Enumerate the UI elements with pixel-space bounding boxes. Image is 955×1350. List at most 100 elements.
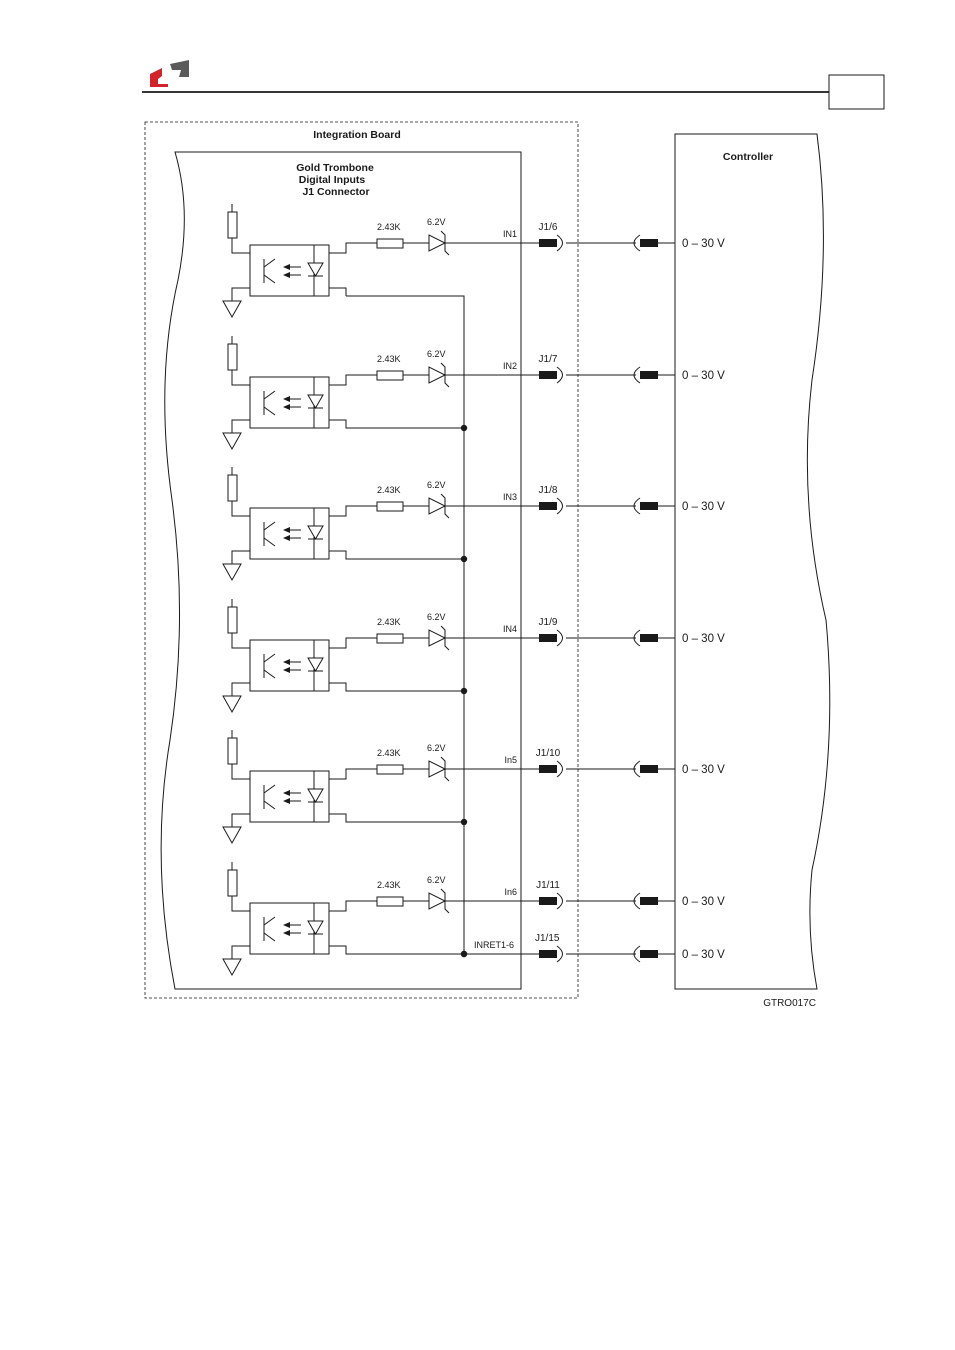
- resistor-icon: [228, 607, 237, 633]
- resistor-icon: [228, 870, 237, 896]
- signal-label: In6: [504, 887, 517, 897]
- signal-label: IN4: [503, 624, 517, 634]
- return-voltage-label: 0 – 30 V: [682, 949, 725, 961]
- zener-label: 6.2V: [427, 612, 446, 622]
- voltage-label: 0 – 30 V: [682, 633, 725, 645]
- input-channel-4: 2.43K 6.2V IN4 J1/9 0 – 30 V: [223, 599, 725, 712]
- pin-label: J1/8: [539, 485, 558, 496]
- resistor-icon: [377, 765, 403, 774]
- ground-icon: [223, 827, 241, 843]
- resistor-label: 2.43K: [377, 485, 401, 495]
- pin-label: J1/6: [539, 222, 558, 233]
- page-number-box: [829, 75, 884, 109]
- resistor-icon: [228, 344, 237, 370]
- connector-icon: [640, 765, 658, 773]
- connector-icon: [557, 761, 563, 777]
- connector-icon: [539, 371, 557, 379]
- controller-block-outline: [675, 134, 830, 989]
- optocoupler-icon: [250, 377, 329, 428]
- connector-icon: [640, 950, 658, 958]
- connector-icon: [640, 634, 658, 642]
- junction-dot: [461, 425, 467, 431]
- junction-dot: [461, 556, 467, 562]
- ground-icon: [223, 696, 241, 712]
- connector-title-line-2: Digital Inputs: [299, 174, 366, 186]
- junction-dot: [461, 951, 467, 957]
- figure-code: GTRO017C: [763, 998, 816, 1009]
- voltage-label: 0 – 30 V: [682, 896, 725, 908]
- ground-icon: [223, 433, 241, 449]
- zener-label: 6.2V: [427, 875, 446, 885]
- pin-label: J1/9: [539, 617, 558, 628]
- connector-icon: [539, 634, 557, 642]
- resistor-icon: [377, 371, 403, 380]
- signal-label: IN1: [503, 229, 517, 239]
- controller-label: Controller: [723, 151, 773, 163]
- connector-icon: [539, 502, 557, 510]
- resistor-icon: [228, 212, 237, 238]
- zener-label: 6.2V: [427, 349, 446, 359]
- pin-label: J1/11: [536, 880, 560, 891]
- zener-label: 6.2V: [427, 743, 446, 753]
- zener-label: 6.2V: [427, 217, 446, 227]
- signal-label: In5: [504, 755, 517, 765]
- resistor-label: 2.43K: [377, 222, 401, 232]
- optocoupler-icon: [250, 640, 329, 691]
- connector-icon: [557, 367, 563, 383]
- resistor-label: 2.43K: [377, 617, 401, 627]
- connector-title-line-3: J1 Connector: [302, 186, 369, 198]
- signal-label: IN3: [503, 492, 517, 502]
- connector-icon: [640, 897, 658, 905]
- optocoupler-icon: [250, 508, 329, 559]
- connector-title-line-1: Gold Trombone: [296, 162, 374, 174]
- pin-label: J1/7: [539, 354, 558, 365]
- resistor-icon: [228, 475, 237, 501]
- resistor-label: 2.43K: [377, 748, 401, 758]
- connector-block-outline: [161, 152, 521, 989]
- optocoupler-icon: [250, 245, 329, 296]
- voltage-label: 0 – 30 V: [682, 501, 725, 513]
- voltage-label: 0 – 30 V: [682, 764, 725, 776]
- ground-icon: [223, 301, 241, 317]
- return-pin-label: J1/15: [535, 933, 560, 944]
- junction-dot: [461, 688, 467, 694]
- integration-board-frame: [145, 122, 578, 998]
- resistor-icon: [377, 897, 403, 906]
- optocoupler-icon: [250, 903, 329, 954]
- return-line: INRET1-6 J1/15 0 – 30 V: [368, 933, 725, 962]
- resistor-icon: [377, 239, 403, 248]
- return-signal-label: INRET1-6: [474, 940, 514, 950]
- input-channel-1: 2.43K 6.2V IN1 J1/6 0 – 30 V: [223, 204, 725, 317]
- pin-label: J1/10: [536, 748, 561, 759]
- voltage-label: 0 – 30 V: [682, 370, 725, 382]
- input-channel-6: 2.43K 6.2V In6 J1/11 0 – 30 V: [223, 862, 725, 975]
- input-channel-5: 2.43K 6.2V In5 J1/10 0 – 30 V: [223, 730, 725, 843]
- connector-icon: [557, 498, 563, 514]
- connector-icon: [557, 630, 563, 646]
- connector-icon: [539, 765, 557, 773]
- input-channel-3: 2.43K 6.2V IN3 J1/8 0 – 30 V: [223, 467, 725, 580]
- logo-icon: [150, 60, 189, 87]
- resistor-label: 2.43K: [377, 880, 401, 890]
- connector-icon: [557, 946, 563, 962]
- junction-dot: [461, 819, 467, 825]
- ground-icon: [223, 564, 241, 580]
- return-bus: [346, 296, 464, 954]
- connector-icon: [557, 235, 563, 251]
- connector-icon: [640, 239, 658, 247]
- resistor-icon: [377, 502, 403, 511]
- voltage-label: 0 – 30 V: [682, 238, 725, 250]
- optocoupler-icon: [250, 771, 329, 822]
- resistor-label: 2.43K: [377, 354, 401, 364]
- integration-board-label: Integration Board: [313, 129, 401, 141]
- resistor-icon: [228, 738, 237, 764]
- connector-icon: [640, 371, 658, 379]
- connector-icon: [539, 950, 557, 958]
- ground-icon: [223, 959, 241, 975]
- resistor-icon: [377, 634, 403, 643]
- zener-label: 6.2V: [427, 480, 446, 490]
